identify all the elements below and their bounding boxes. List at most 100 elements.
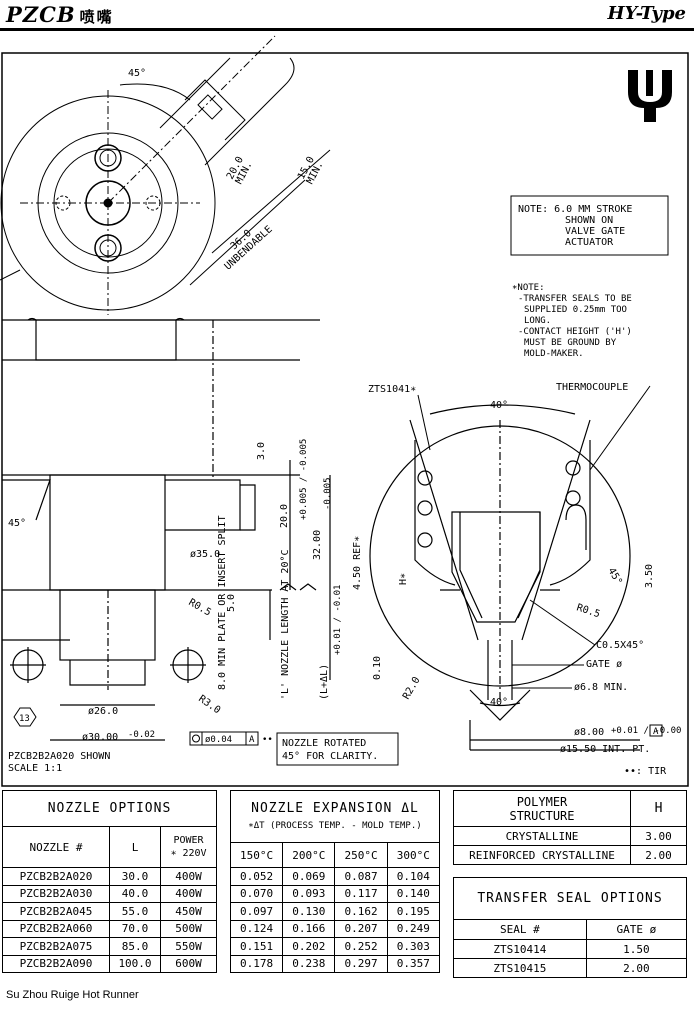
- dim-8: ø8.00: [574, 727, 604, 738]
- runout-value: ø0.04: [205, 735, 232, 745]
- datum-a: A: [249, 735, 255, 745]
- table-cell: 40.0: [109, 884, 161, 903]
- table-cell: 0.297: [334, 954, 388, 973]
- datum-a-detail: A: [653, 727, 659, 737]
- callout-13: [13, 707, 37, 727]
- table-cell: 0.069: [282, 867, 336, 886]
- table-cell: 0.178: [229, 954, 284, 973]
- table-cell: 0.357: [386, 954, 441, 973]
- dim-r05: R0.5: [187, 597, 213, 619]
- drawing-frame: [1, 52, 689, 787]
- table-cell: 0.166: [282, 919, 336, 938]
- shown-label: PZCB2B2A020 SHOWN: [8, 751, 110, 762]
- brand-name: PZCB: [6, 2, 76, 27]
- note-line-3: VALVE GATE: [565, 226, 625, 237]
- nozzle-expansion-table: NOZZLE EXPANSION ΔL∗ΔT (PROCESS TEMP. - …: [229, 790, 441, 973]
- col-l: L: [109, 826, 161, 868]
- header-rule: [0, 28, 694, 31]
- dim-30-tol: -0.02: [128, 730, 155, 740]
- table-cell: PZCB2B2A090: [2, 954, 110, 973]
- brand-name-cn: 喷嘴: [79, 8, 114, 26]
- dim-45-top: 45°: [128, 68, 146, 79]
- table-cell: 70.0: [109, 919, 161, 938]
- table-cell: 0.238: [282, 954, 336, 973]
- col-power: POWER∗ 220V: [160, 826, 217, 868]
- table-cell: PZCB2B2A060: [2, 919, 110, 938]
- plate-insert-split: 8.0 MIN PLATE OR INSERT SPLIT: [217, 515, 228, 690]
- dim-20b: 20.0: [279, 504, 290, 528]
- table-cell: 0.151: [229, 937, 284, 956]
- dim-32-tol: -0.005: [323, 477, 333, 510]
- expansion-title: NOZZLE EXPANSION ΔL∗ΔT (PROCESS TEMP. - …: [230, 790, 440, 843]
- table-cell: 0.104: [386, 867, 441, 886]
- table-header-cell: 250°C: [334, 842, 388, 868]
- dim-20-tol: +0.005 / -0.005: [299, 439, 309, 520]
- table-cell: 0.202: [282, 937, 336, 956]
- dim-45-detail: 45°: [605, 566, 624, 587]
- dim-c05: C0.5X45°: [596, 640, 644, 651]
- company-logo-icon: [628, 70, 672, 122]
- dim-l-dl-tol: +0.01 / -0.01: [333, 585, 343, 655]
- table-cell: 500W: [160, 919, 217, 938]
- table-cell: REINFORCED CRYSTALLINE: [453, 845, 631, 865]
- table-cell: 0.303: [386, 937, 441, 956]
- table-cell: 0.117: [334, 884, 388, 903]
- col-nozzle: NOZZLE #: [2, 826, 110, 868]
- dim-35: ø35.0: [190, 549, 220, 560]
- side-view: [2, 317, 331, 741]
- table-cell: 550W: [160, 937, 217, 956]
- dim-450: 4.50 REF∗: [352, 536, 363, 590]
- dim-20-min: 20.0MIN.: [225, 155, 255, 186]
- dim-8-tol: +0.01 / -0.00: [611, 726, 681, 736]
- table-cell: 0.252: [334, 937, 388, 956]
- dim-40-top: 40°: [490, 400, 508, 411]
- table-cell: 600W: [160, 954, 217, 973]
- scale-label: SCALE 1:1: [8, 763, 62, 774]
- nozzle-options-title: NOZZLE OPTIONS: [2, 790, 217, 827]
- col-seal: SEAL #: [453, 919, 587, 940]
- dim-l-dl: (L+ΔL): [319, 664, 330, 700]
- note-box: [510, 195, 669, 256]
- dim-r3: R3.0: [196, 693, 222, 716]
- dim-15-min: 15.0MIN.: [296, 155, 326, 186]
- star-note: ∗NOTE: -TRANSFER SEALS TO BE SUPPLIED 0.…: [512, 283, 632, 359]
- table-cell: PZCB2B2A045: [2, 902, 110, 921]
- note-line-1: NOTE: 6.0 MM STROKE: [518, 204, 632, 215]
- table-cell: PZCB2B2A030: [2, 884, 110, 903]
- dim-3: 3.0: [256, 442, 267, 460]
- top-view: [0, 35, 331, 315]
- tolerance-frame: [189, 731, 259, 746]
- thermocouple-label: THERMOCOUPLE: [556, 382, 628, 393]
- svg-text:'L' NOZZLE LENGTH AT 20°C: 'L' NOZZLE LENGTH AT 20°C: [280, 549, 291, 700]
- table-cell: 30.0: [109, 867, 161, 886]
- svg-text:LONG.: LONG.: [524, 316, 551, 326]
- table-cell: PZCB2B2A075: [2, 937, 110, 956]
- table-cell: 85.0: [109, 937, 161, 956]
- table-cell: 0.124: [229, 919, 284, 938]
- table-cell: 400W: [160, 867, 217, 886]
- detail-view: [369, 404, 640, 751]
- svg-text:MOLD-MAKER.: MOLD-MAKER.: [524, 349, 584, 359]
- tir-note: ••: TIR: [624, 766, 667, 777]
- type-label: HY-Type: [607, 3, 686, 24]
- svg-text:SUPPLIED 0.25mm TOO: SUPPLIED 0.25mm TOO: [524, 305, 627, 315]
- table-cell: 0.070: [229, 884, 284, 903]
- table-cell: PZCB2B2A020: [2, 867, 110, 886]
- table-cell: 100.0: [109, 954, 161, 973]
- dim-5: 5.0: [226, 594, 237, 612]
- dim-30: ø30.00: [82, 732, 118, 743]
- rotated-note-box: [276, 732, 399, 766]
- svg-text:8.0 MIN PLATE OR INSERT SPLIT: 8.0 MIN PLATE OR INSERT SPLIT: [217, 515, 228, 690]
- table-header-cell: 150°C: [229, 842, 284, 868]
- nozzle-length-label: 'L' NOZZLE LENGTH AT 20°C: [280, 549, 291, 700]
- dim-40-bot: 40°: [490, 697, 508, 708]
